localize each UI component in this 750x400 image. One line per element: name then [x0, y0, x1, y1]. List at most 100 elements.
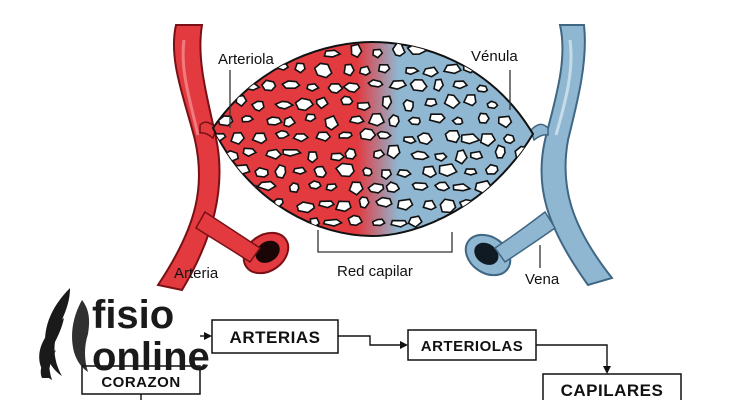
capillary-cell: [388, 79, 408, 90]
capillary-cell: [438, 163, 458, 177]
flow-box-capilares: CAPILARES: [542, 373, 682, 400]
capillary-cell: [462, 94, 477, 107]
capillary-cell: [381, 95, 393, 111]
capillary-cell: [454, 149, 468, 165]
capillary-cell: [358, 196, 370, 209]
flow-box-corazon: CORAZON: [81, 365, 201, 395]
flow-box-arteriolas: ARTERIOLAS: [407, 329, 537, 361]
capillary-cell: [469, 150, 484, 161]
capillary-cell: [334, 200, 352, 213]
capillary-cell: [282, 149, 303, 157]
capillary-cell: [348, 115, 365, 125]
capillary-cell: [274, 100, 295, 110]
capillary-cell: [411, 181, 429, 191]
capillary-cell: [359, 127, 377, 141]
label-arteria: Arteria: [174, 265, 219, 282]
capillary-cell: [506, 166, 519, 180]
capillary-cell: [371, 218, 386, 227]
capillary-cell: [260, 79, 277, 92]
capillary-cell: [460, 133, 481, 145]
capillary-cell: [385, 181, 401, 194]
capillary-cell: [251, 132, 268, 145]
capillary-cell: [307, 180, 322, 190]
label-vena: Vena: [525, 271, 560, 288]
capillary-cell: [463, 168, 478, 176]
capillary-cell: [306, 82, 320, 92]
capillary-cell: [405, 66, 420, 76]
capillary-cell: [292, 133, 310, 143]
capillary-cell: [315, 131, 332, 142]
logo-text-online: online: [92, 335, 210, 379]
capillary-cell: [444, 130, 461, 144]
capillary-cell: [325, 183, 338, 192]
capillary-cell: [390, 219, 409, 228]
capillary-cell: [318, 200, 336, 209]
capillary-cell: [348, 181, 364, 196]
capillary-cell: [367, 182, 385, 194]
capillary-cell: [388, 113, 400, 128]
flow-label-corazon: CORAZON: [101, 374, 180, 391]
capillary-cell: [367, 78, 384, 88]
capillary-cell: [231, 164, 251, 176]
capillary-cell: [372, 149, 386, 160]
capillary-cell: [428, 113, 446, 124]
label-leaders: [229, 70, 541, 268]
capillary-cell: [422, 199, 437, 211]
capillary-cell: [375, 196, 393, 208]
vein-vessel: [464, 24, 614, 287]
capillary-cell: [242, 147, 258, 158]
flow-label-capilares: CAPILARES: [561, 381, 664, 400]
capillary-cell: [362, 166, 373, 177]
capillary-cell: [250, 100, 265, 112]
capillary-cell: [443, 93, 461, 110]
capillary-cell: [340, 95, 354, 106]
capillary-cell: [424, 98, 438, 108]
capillary-cell: [433, 78, 445, 93]
capillary-cell: [292, 166, 308, 175]
capillary-cell: [396, 169, 413, 178]
capillary-cell: [502, 133, 516, 145]
capillary-cell: [274, 163, 287, 179]
capillary-cell: [313, 165, 328, 179]
capillary-cell: [372, 48, 384, 59]
capillary-cell: [324, 114, 340, 131]
capillary-cell: [288, 181, 300, 194]
capillary-cell: [330, 152, 346, 162]
flame-logo-icon: [39, 288, 90, 380]
capillary-cell: [343, 63, 355, 77]
capillary-cell: [407, 215, 423, 229]
capillary-cell: [421, 165, 438, 179]
capillary-cell: [313, 62, 333, 79]
capillary-cell: [315, 96, 329, 110]
capillary-cell: [294, 97, 315, 112]
capillary-cell: [367, 112, 386, 127]
capillary-cell: [342, 82, 361, 94]
capillary-cell: [410, 150, 430, 161]
capillary-cell: [494, 144, 506, 159]
flow-arrowheads: [204, 332, 611, 374]
flow-label-arterias: ARTERIAS: [230, 328, 321, 347]
capillary-cell: [476, 84, 489, 93]
capillary-cell: [304, 113, 317, 123]
capillary-cell: [356, 101, 371, 112]
capillary-cell: [254, 166, 269, 178]
capillary-cell: [452, 183, 472, 192]
label-red-capilar: Red capilar: [337, 263, 413, 280]
capillary-cell: [484, 163, 499, 175]
capillary-cell: [265, 148, 283, 160]
capillary-cell: [396, 198, 414, 211]
capillary-cell: [358, 65, 372, 76]
capillary-cell: [334, 162, 355, 178]
capillary-cell: [452, 80, 469, 90]
capillary-cell: [338, 131, 353, 139]
capillary-cell: [322, 218, 344, 227]
fisio-online-logo: fisio online: [39, 288, 210, 380]
capillary-cell: [281, 80, 301, 89]
capillary-cell: [433, 181, 451, 192]
capillary-cell: [416, 132, 434, 146]
capillary-cell: [256, 180, 278, 192]
capillary-cell: [409, 78, 428, 92]
capillary-cell: [274, 129, 291, 140]
label-arteriola: Arteriola: [218, 51, 275, 68]
